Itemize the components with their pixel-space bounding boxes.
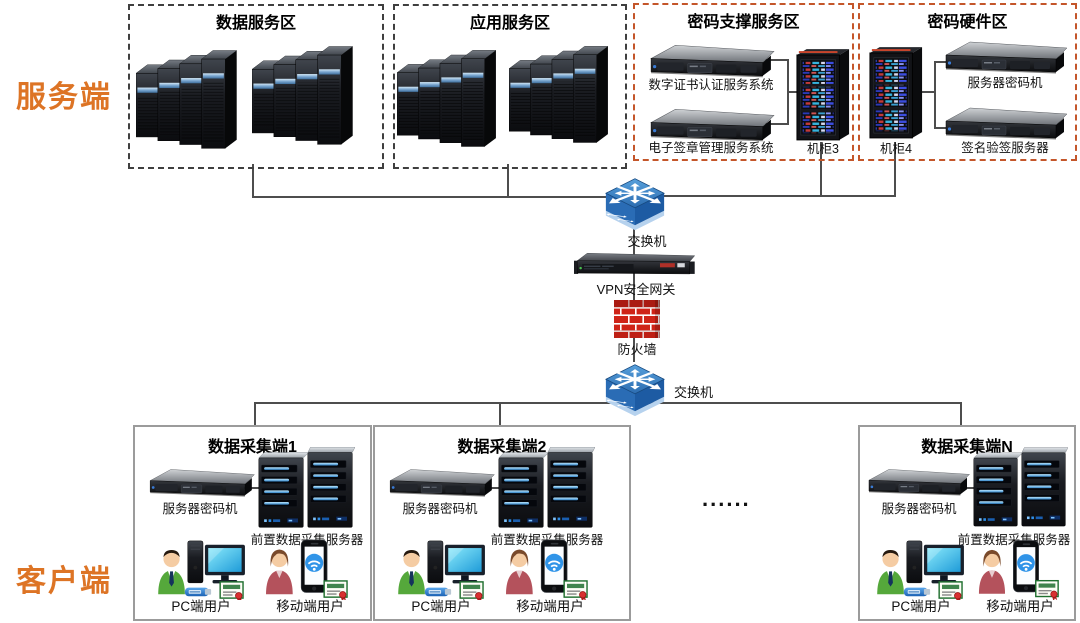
connector-line xyxy=(499,402,501,425)
switch-label: 交换机 xyxy=(627,234,667,249)
rack-label: 机柜4 xyxy=(880,142,912,156)
zone-title: 数据服务区 xyxy=(215,15,296,32)
connector-line xyxy=(650,195,896,197)
connector-line xyxy=(920,91,936,93)
cipher-machine-icon xyxy=(385,463,497,500)
switch-icon xyxy=(602,356,668,420)
connector-line xyxy=(633,226,635,362)
collector-box-1: 数据采集端1 服务器密码机 前置数据采集服务器 PC端用户 移动端用户 xyxy=(133,425,372,621)
user-label: 移动端用户 xyxy=(986,599,1054,614)
zone-title: 密码硬件区 xyxy=(927,14,1008,31)
mobile-user-icon xyxy=(978,539,1060,600)
user-label: PC端用户 xyxy=(411,599,471,614)
user-label: PC端用户 xyxy=(171,599,231,614)
firewall-label: 防火墙 xyxy=(617,342,657,357)
device-label: 签名验签服务器 xyxy=(961,141,1049,155)
zone-crypto-support: 密码支撑服务区 数字证书认证服务系统 电子签章管理服务系统 机柜3 xyxy=(633,3,854,161)
connector-line xyxy=(252,164,254,198)
user-label: 移动端用户 xyxy=(276,599,344,614)
collector-box-2: 数据采集端2 服务器密码机 前置数据采集服务器 PC端用户 移动端用户 xyxy=(373,425,631,621)
switch-label: 交换机 xyxy=(674,385,714,400)
user-label: PC端用户 xyxy=(891,599,951,614)
device-label: 服务器密码机 xyxy=(402,502,478,516)
collector-title: 数据采集端N xyxy=(921,439,1013,456)
mobile-user-icon xyxy=(505,539,589,600)
connector-line xyxy=(934,61,936,129)
firewall-icon xyxy=(614,300,660,338)
connector-line xyxy=(934,61,948,63)
device-label: 服务器密码机 xyxy=(162,502,238,516)
front-server-icon xyxy=(972,447,1068,531)
connector-line xyxy=(254,402,256,425)
device-label: 服务器密码机 xyxy=(967,76,1043,90)
server-rack-cluster-icon xyxy=(136,44,250,152)
connector-line xyxy=(507,164,509,198)
zone-data-service: 数据服务区 xyxy=(128,4,384,169)
rack-cabinet-icon xyxy=(795,47,851,144)
vpn-gateway-icon xyxy=(574,249,698,279)
connector-line xyxy=(787,91,801,93)
collector-title: 数据采集端2 xyxy=(457,439,547,456)
device-label: 数字证书认证服务系统 xyxy=(648,78,774,92)
zone-crypto-hardware: 密码硬件区 机柜4 服务器密码机 签名验签服务器 xyxy=(858,3,1077,161)
server-rack-cluster-icon xyxy=(252,40,366,148)
connector-line xyxy=(934,127,948,129)
zone-title: 应用服务区 xyxy=(469,15,550,32)
device-label: 前置数据采集服务器 xyxy=(957,533,1071,547)
pc-user-icon xyxy=(157,539,249,600)
rack-server-icon xyxy=(645,102,777,145)
rack-server-icon xyxy=(940,101,1070,143)
device-label: 电子签章管理服务系统 xyxy=(648,141,774,155)
client-side-label: 客户端 xyxy=(16,565,112,598)
pc-user-icon xyxy=(876,539,968,600)
vpn-gateway-label: VPN安全网关 xyxy=(596,282,676,297)
more-collectors-ellipsis: ...... xyxy=(702,486,751,511)
front-server-icon xyxy=(497,447,595,532)
user-label: 移动端用户 xyxy=(516,599,584,614)
connector-line xyxy=(765,59,789,61)
switch-icon xyxy=(602,170,668,234)
connector-line xyxy=(765,123,789,125)
cipher-machine-icon xyxy=(145,463,257,500)
connector-line xyxy=(254,402,962,404)
front-server-icon xyxy=(257,447,355,532)
server-rack-cluster-icon xyxy=(509,40,621,146)
zone-title: 密码支撑服务区 xyxy=(687,14,800,31)
connector-line xyxy=(960,402,962,425)
connector-line xyxy=(820,142,822,196)
connector-line xyxy=(958,487,978,489)
cipher-machine-icon xyxy=(864,463,972,499)
connector-line xyxy=(894,142,896,196)
zone-app-service: 应用服务区 xyxy=(393,4,627,169)
server-side-label: 服务端 xyxy=(16,81,112,114)
server-rack-cluster-icon xyxy=(397,44,509,150)
collector-title: 数据采集端1 xyxy=(208,439,297,456)
rack-server-icon xyxy=(645,38,777,81)
rack-cabinet-icon xyxy=(868,45,924,142)
mobile-user-icon xyxy=(265,539,349,600)
rack-label: 机柜3 xyxy=(807,142,839,156)
device-label: 服务器密码机 xyxy=(881,502,957,516)
pc-user-icon xyxy=(397,539,489,600)
rack-server-icon xyxy=(940,35,1070,77)
collector-box-n: 数据采集端N 服务器密码机 前置数据采集服务器 PC端用户 移动端用户 xyxy=(858,425,1076,621)
connector-line xyxy=(252,196,622,198)
